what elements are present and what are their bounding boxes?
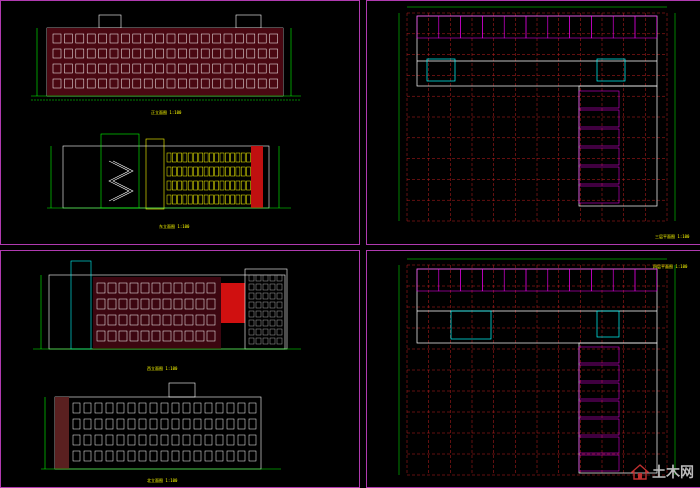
sheet-bottom-right-floor-plan[interactable]: 四层平面图 1:100	[366, 250, 700, 488]
floor-plan-drawing-2	[398, 258, 676, 476]
elevation-caption-2: 东立面图 1:100	[159, 224, 190, 229]
watermark: 土木网	[631, 462, 694, 482]
house-logo-icon	[631, 464, 649, 480]
watermark-brand: 土木网	[652, 465, 694, 481]
plan-caption-1: 三层平面图 1:100	[655, 234, 690, 239]
sheet-top-left-elevations[interactable]: 正立面图 1:100 东立面图 1:100	[0, 0, 360, 245]
sheet-top-right-floor-plan[interactable]: 三层平面图 1:100	[366, 0, 700, 245]
elevation-drawings	[31, 14, 301, 210]
elevation-caption-4: 北立面图 1:100	[147, 478, 178, 483]
sheet-bottom-left-elevations[interactable]: 西立面图 1:100 北立面图 1:100	[0, 250, 360, 488]
elevation-drawings-2	[33, 260, 301, 470]
elevation-caption-1: 正立面图 1:100	[151, 110, 182, 115]
front-elevation	[31, 14, 301, 101]
elevation-caption-3: 西立面图 1:100	[147, 366, 178, 371]
floor-plan-drawing	[398, 6, 676, 222]
side-elevation	[47, 133, 291, 210]
plan-caption-2: 四层平面图 1:100	[653, 264, 688, 269]
